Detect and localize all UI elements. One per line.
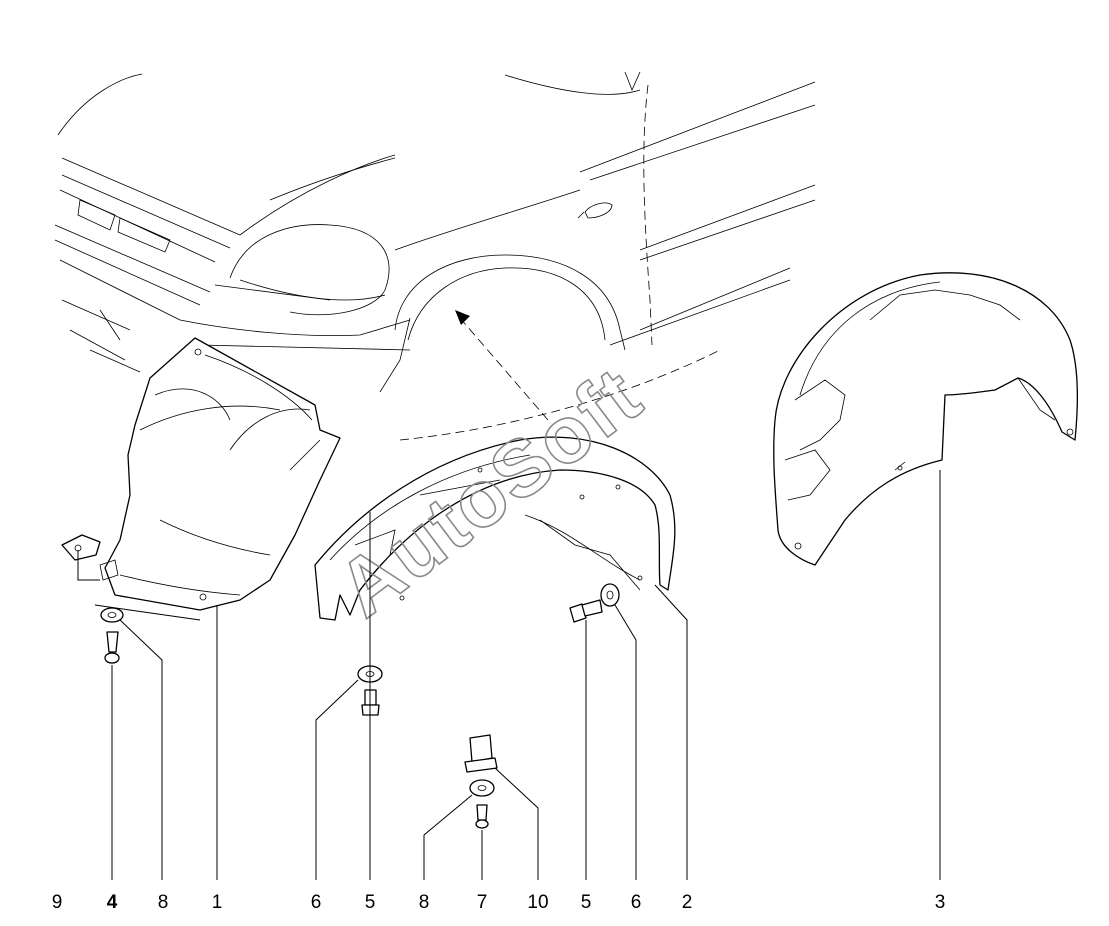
callout-1: 1 bbox=[212, 892, 223, 913]
callout-5-b: 5 bbox=[581, 892, 592, 913]
part-10-nut-clip bbox=[464, 734, 498, 773]
part-3-rear-arch-liner bbox=[773, 272, 1079, 566]
callout-2: 2 bbox=[682, 892, 693, 913]
part-1-front-mudguard bbox=[99, 337, 341, 611]
part-8-washer-center bbox=[469, 779, 495, 797]
callout-7: 7 bbox=[477, 892, 488, 913]
callout-8: 8 bbox=[158, 892, 169, 913]
callout-6-b: 6 bbox=[631, 892, 642, 913]
part-2-wheel-arch-liner bbox=[314, 436, 676, 621]
leader-lines bbox=[77, 470, 941, 880]
car-body-outline bbox=[54, 71, 816, 393]
part-8-washer-left bbox=[100, 607, 124, 623]
callout-3: 3 bbox=[935, 892, 946, 913]
part-6-washer-right bbox=[600, 583, 620, 607]
callout-4: 4 bbox=[107, 892, 118, 913]
part-4-screw bbox=[104, 631, 120, 664]
part-7-screw bbox=[475, 804, 489, 829]
callout-9: 9 bbox=[52, 892, 63, 913]
part-9-clip bbox=[61, 534, 101, 561]
install-arrow bbox=[399, 310, 721, 441]
callout-8-b: 8 bbox=[419, 892, 430, 913]
callout-6: 6 bbox=[311, 892, 322, 913]
callout-labels: 9 4 8 1 6 5 8 7 10 5 6 2 3 bbox=[52, 892, 946, 913]
part-5-bolt-right bbox=[569, 599, 603, 623]
callout-10: 10 bbox=[527, 892, 548, 913]
callout-5: 5 bbox=[365, 892, 376, 913]
